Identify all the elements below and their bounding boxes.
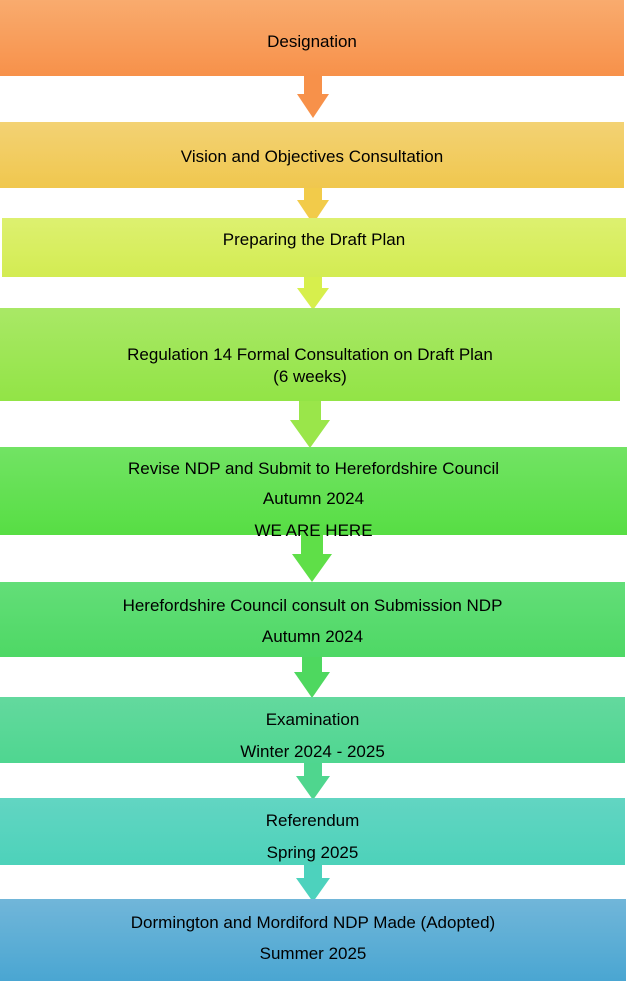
arrow-2-shaft <box>304 186 322 200</box>
arrow-1-head <box>297 94 329 118</box>
arrow-3-head <box>297 288 329 310</box>
arrow-3 <box>297 276 329 310</box>
step-revise-date: Autumn 2024 <box>262 489 365 508</box>
step-regulation-14-consultation: Regulation 14 Formal Consultation on Dra… <box>0 308 620 401</box>
step-examination: Examination Winter 2024 - 2025 <box>0 697 625 763</box>
arrow-7-shaft <box>304 762 322 776</box>
step-designation: Designation <box>0 0 624 76</box>
step-council-consult-title: Herefordshire Council consult on Submiss… <box>122 596 503 615</box>
step-revise-title: Revise NDP and Submit to Herefordshire C… <box>127 459 500 478</box>
arrow-4-shaft <box>299 400 321 420</box>
step-council-consult-date: Autumn 2024 <box>261 627 364 646</box>
arrow-5-shaft <box>301 534 323 554</box>
arrow-6 <box>294 656 330 698</box>
arrow-6-shaft <box>302 656 322 672</box>
arrow-4-head <box>290 420 330 448</box>
step-ndp-made: Dormington and Mordiford NDP Made (Adopt… <box>0 899 626 981</box>
step-vision-title: Vision and Objectives Consultation <box>180 147 444 166</box>
step-vision-objectives-consultation: Vision and Objectives Consultation <box>0 122 624 188</box>
step-referendum-date: Spring 2025 <box>266 843 359 862</box>
arrow-6-head <box>294 672 330 698</box>
step-ndp-made-title: Dormington and Mordiford NDP Made (Adopt… <box>130 913 496 932</box>
arrow-7-head <box>296 776 330 800</box>
step-regulation-14-duration: (6 weeks) <box>273 367 347 386</box>
arrow-7 <box>296 762 330 800</box>
arrow-1-shaft <box>304 76 322 94</box>
arrow-3-shaft <box>304 276 322 288</box>
arrow-1 <box>297 76 329 118</box>
step-revise-current-marker: WE ARE HERE <box>254 521 373 540</box>
arrow-8-shaft <box>304 864 322 878</box>
step-council-consult: Herefordshire Council consult on Submiss… <box>0 582 625 657</box>
step-ndp-made-date: Summer 2025 <box>259 944 367 963</box>
step-designation-title: Designation <box>267 32 357 51</box>
step-revise-and-submit: Revise NDP and Submit to Herefordshire C… <box>0 447 627 540</box>
arrow-4 <box>290 400 330 448</box>
step-regulation-14-title: Regulation 14 Formal Consultation on Dra… <box>127 345 493 364</box>
arrow-8 <box>296 864 330 902</box>
step-examination-title: Examination <box>265 710 360 729</box>
step-preparing-draft-plan: Preparing the Draft Plan <box>2 218 626 277</box>
step-examination-date: Winter 2024 - 2025 <box>240 742 385 761</box>
arrow-5-head <box>292 554 332 582</box>
arrow-5 <box>292 534 332 582</box>
step-referendum-title: Referendum <box>265 811 360 830</box>
arrow-8-head <box>296 878 330 902</box>
step-draft-plan-title: Preparing the Draft Plan <box>222 230 406 249</box>
step-referendum: Referendum Spring 2025 <box>0 798 625 865</box>
